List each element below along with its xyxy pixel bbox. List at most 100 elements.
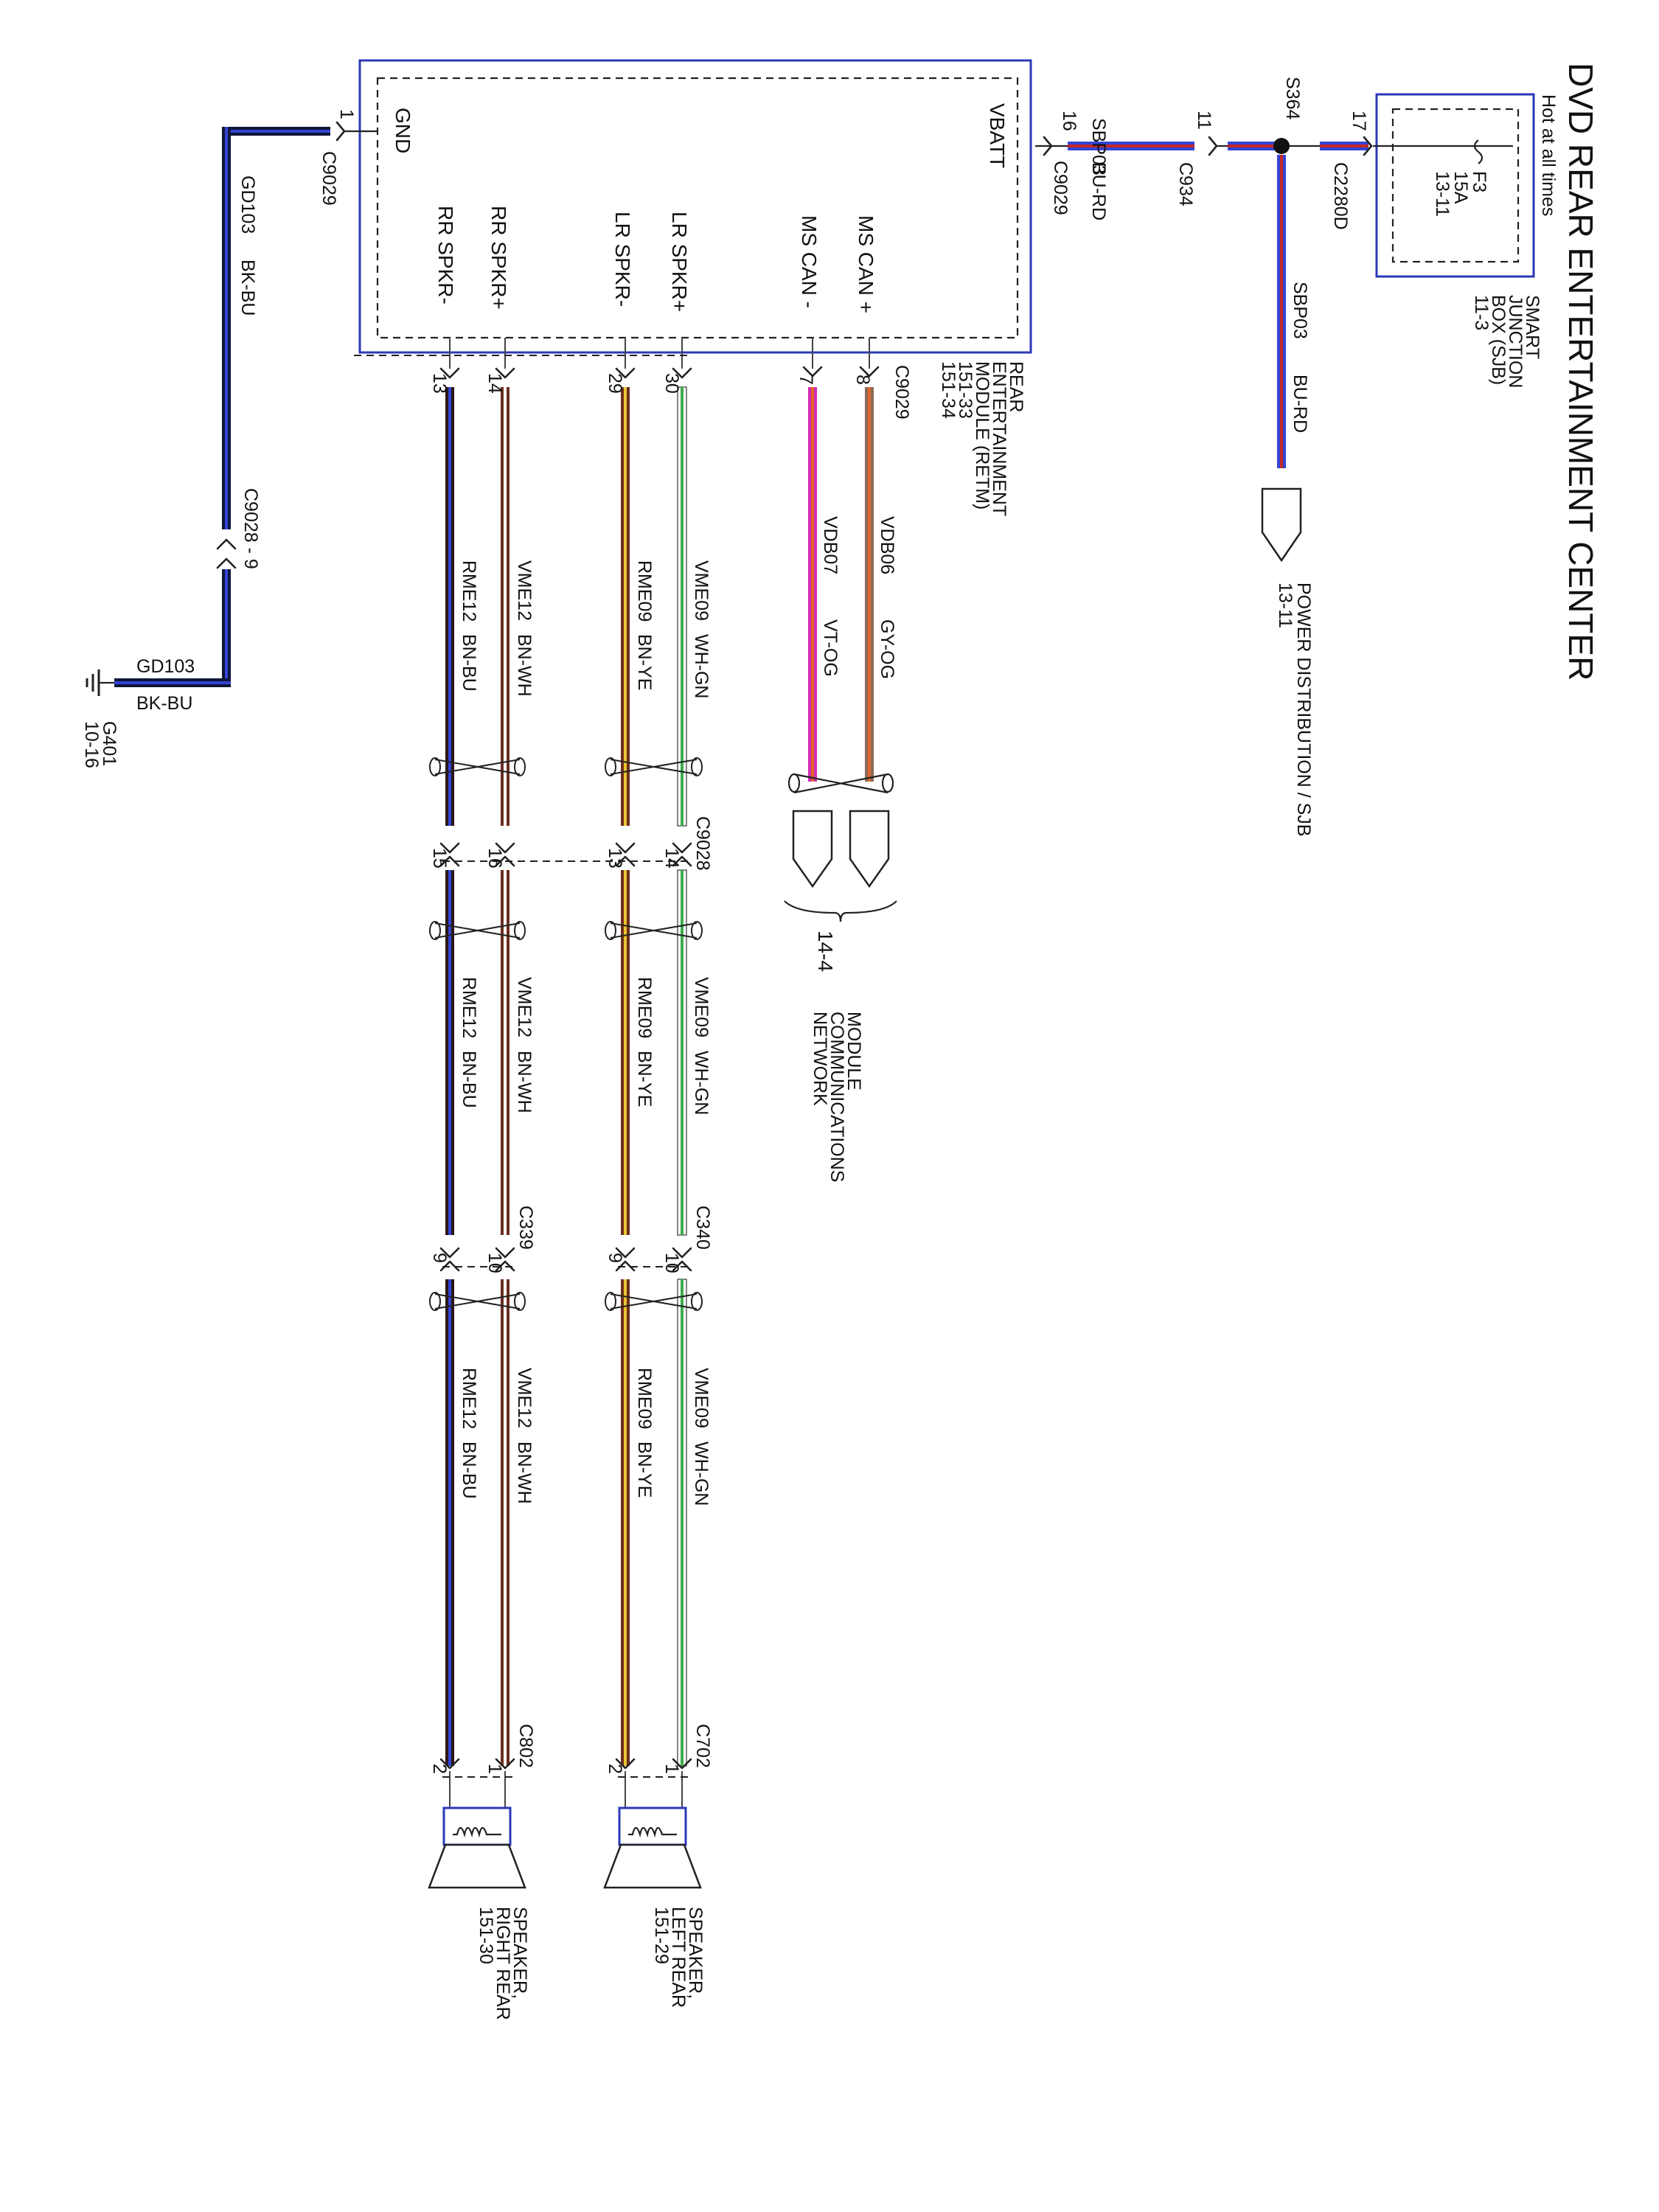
rme09-stripe-3 [624,1279,627,1766]
gd103-vert-label: GD103 [237,175,258,234]
vme12-pin-label-4: 1 [484,1764,505,1774]
rme09-pin-label-4: 2 [605,1764,625,1774]
speaker-left-rear: SPEAKER, LEFT REAR 151-29 [603,1806,706,2008]
twist-end-left-0-1 [605,921,616,940]
vme09-pin-label-4: 1 [661,1764,682,1774]
rme12-stripe-1 [448,387,451,826]
pin-17-label: 17 [1349,111,1369,131]
can-twist-icon [787,773,894,794]
bk-bu-horiz-label: BK-BU [136,693,192,714]
sbp03-top-label: SBP03 [1088,118,1109,175]
sbp03-vert-label: SBP03 [1290,282,1310,339]
vbatt-pin-16-label: 16 [1059,111,1079,131]
sjb-name-line-3: BOX (SJB) [1488,295,1509,385]
twist-end-left-1-1 [429,921,441,940]
bk-bu-vert-label: BK-BU [237,260,258,316]
vme12-pin-label-3: 10 [484,1253,505,1273]
module-name-line-3: MODULE (RETM) [972,361,992,509]
rme12-pin-arrow-4 [439,1758,460,1770]
c802-label: C802 [515,1724,536,1768]
rme09-pin-label-2: 13 [605,848,625,869]
module-pin-ms-can-minus: MS CAN - [798,215,821,308]
twist-line-b-1-2 [434,1293,521,1310]
rme09-stripe-2 [624,870,627,1235]
power-distribution-arrow-icon [1261,487,1302,563]
rme12-color-label-1: BN-BU [459,634,479,692]
twist-line-b-0-1 [610,922,698,939]
vme12-circuit-label-1: VME12 [514,560,535,621]
bu-rd-top-label: BU-RD [1088,162,1109,220]
speaker-wiring: 3014101VME09WH-GNVME09WH-GNVME09WH-GN291… [354,338,712,1808]
module-pin-lr-spkr-plus: LR SPKR+ [668,212,691,312]
fuse-symbol-icon [1473,139,1484,164]
sjb-name-line-4: 11-3 [1471,295,1492,330]
bu-rd-vert-label: BU-RD [1290,375,1310,433]
rme12-stripe-2 [448,870,451,1235]
smart-junction-box: Hot at all times F3 15A 13-11 SMART JUNC… [1375,93,1559,388]
vme09-pin-arrow-back-2 [672,855,692,867]
module-name-line-4: 151-33 [955,361,975,419]
vme09-color-label-2: WH-GN [691,1051,712,1115]
speaker-right-rear-coil-icon [442,1806,512,1846]
speaker-left-rear-coil-icon [618,1806,687,1846]
c934-label: C934 [1175,162,1196,206]
network-ref-label: 14-4 [814,931,837,972]
module-name-line-1: REAR [1006,361,1026,412]
sjb-name-line-1: SMART [1522,295,1543,359]
rme12-pin-arrow-2 [439,842,460,854]
module-pin-rr-spkr-plus: RR SPKR+ [487,206,510,310]
speaker-left-rear-cone-icon [603,1843,702,1889]
can-bracket-icon [784,900,897,922]
twist-end-left-1-0 [429,757,441,776]
network-label-line-2: COMMUNICATIONS [827,1012,847,1182]
rme12-circuit-label-2: RME12 [459,977,479,1038]
vme12-pin-arrow-4 [495,1758,515,1770]
rme12-circuit-label-1: RME12 [459,560,479,622]
rme09-circuit-label-2: RME09 [634,977,655,1038]
sjb-fuse-label: F3 [1469,171,1489,192]
twist-end-right-1-2 [514,1292,526,1311]
vme12-pin-label-1: 14 [484,373,505,394]
can-wires: 8 7 VDB06 GY-OG VDB07 VT-OG 14-4 MODULE … [784,338,897,1182]
rear-entertainment-module: GND VBATT MS CAN + MS CAN - LR SPKR+ LR … [358,59,1079,516]
c340-label: C340 [692,1206,713,1250]
twist-end-left-1-2 [429,1292,441,1311]
vme12-circuit-label-3: VME12 [514,1368,535,1428]
rme12-pin-arrow-1 [439,367,460,379]
twist-end-right-0-2 [691,1292,703,1311]
c9028-label: C9028 [692,816,713,871]
can-pin-8-label: 8 [852,375,873,385]
rme09-pin-arrow-back-2 [615,855,636,867]
rme12-color-label-2: BN-BU [459,1051,479,1108]
module-pin-rr-spkr-minus: RR SPKR- [434,206,457,305]
rme12-pin-label-2: 15 [429,848,450,869]
rme09-stripe-1 [624,387,627,826]
vme09-stripe-2 [681,870,684,1235]
gd103-horiz-label: GD103 [136,656,195,677]
vme12-pin-arrow-3 [495,1247,515,1259]
vme12-color-label-3: BN-WH [514,1441,535,1504]
vme12-pin-label-2: 16 [484,848,505,869]
speaker-right-rear-label-3: 151-30 [476,1907,496,1964]
vme09-stripe-3 [681,1279,684,1766]
module-gnd-label: GND [392,108,414,153]
twist-line-b-1-0 [434,759,521,775]
speaker-right-rear-label-2: RIGHT REAR [493,1907,513,2020]
twist-line-b-1-1 [434,922,521,939]
sjb-hot-label: Hot at all times [1538,94,1559,216]
c9028-ground-pin-icon-2 [216,557,237,569]
can-minus-pin-icon [802,366,823,378]
vme09-circuit-label-2: VME09 [691,977,712,1037]
c9028-9-label: C9028 - 9 [240,488,261,569]
power-distribution-ref: 13-11 [1275,582,1295,628]
speaker-left-rear-label-1: SPEAKER, [685,1907,706,1999]
vme12-stripe-3 [504,1279,507,1766]
speaker-right-rear: SPEAKER, RIGHT REAR 151-30 [428,1806,530,2020]
power-distribution-label: POWER DISTRIBUTION / SJB [1293,582,1314,836]
rme09-pin-label-3: 9 [605,1253,625,1263]
rme09-color-label-1: BN-YE [634,634,655,690]
twist-line-b-0-2 [610,1293,698,1310]
vdb07-label: VDB07 [820,516,841,574]
rme09-pin-arrow-4 [615,1758,636,1770]
